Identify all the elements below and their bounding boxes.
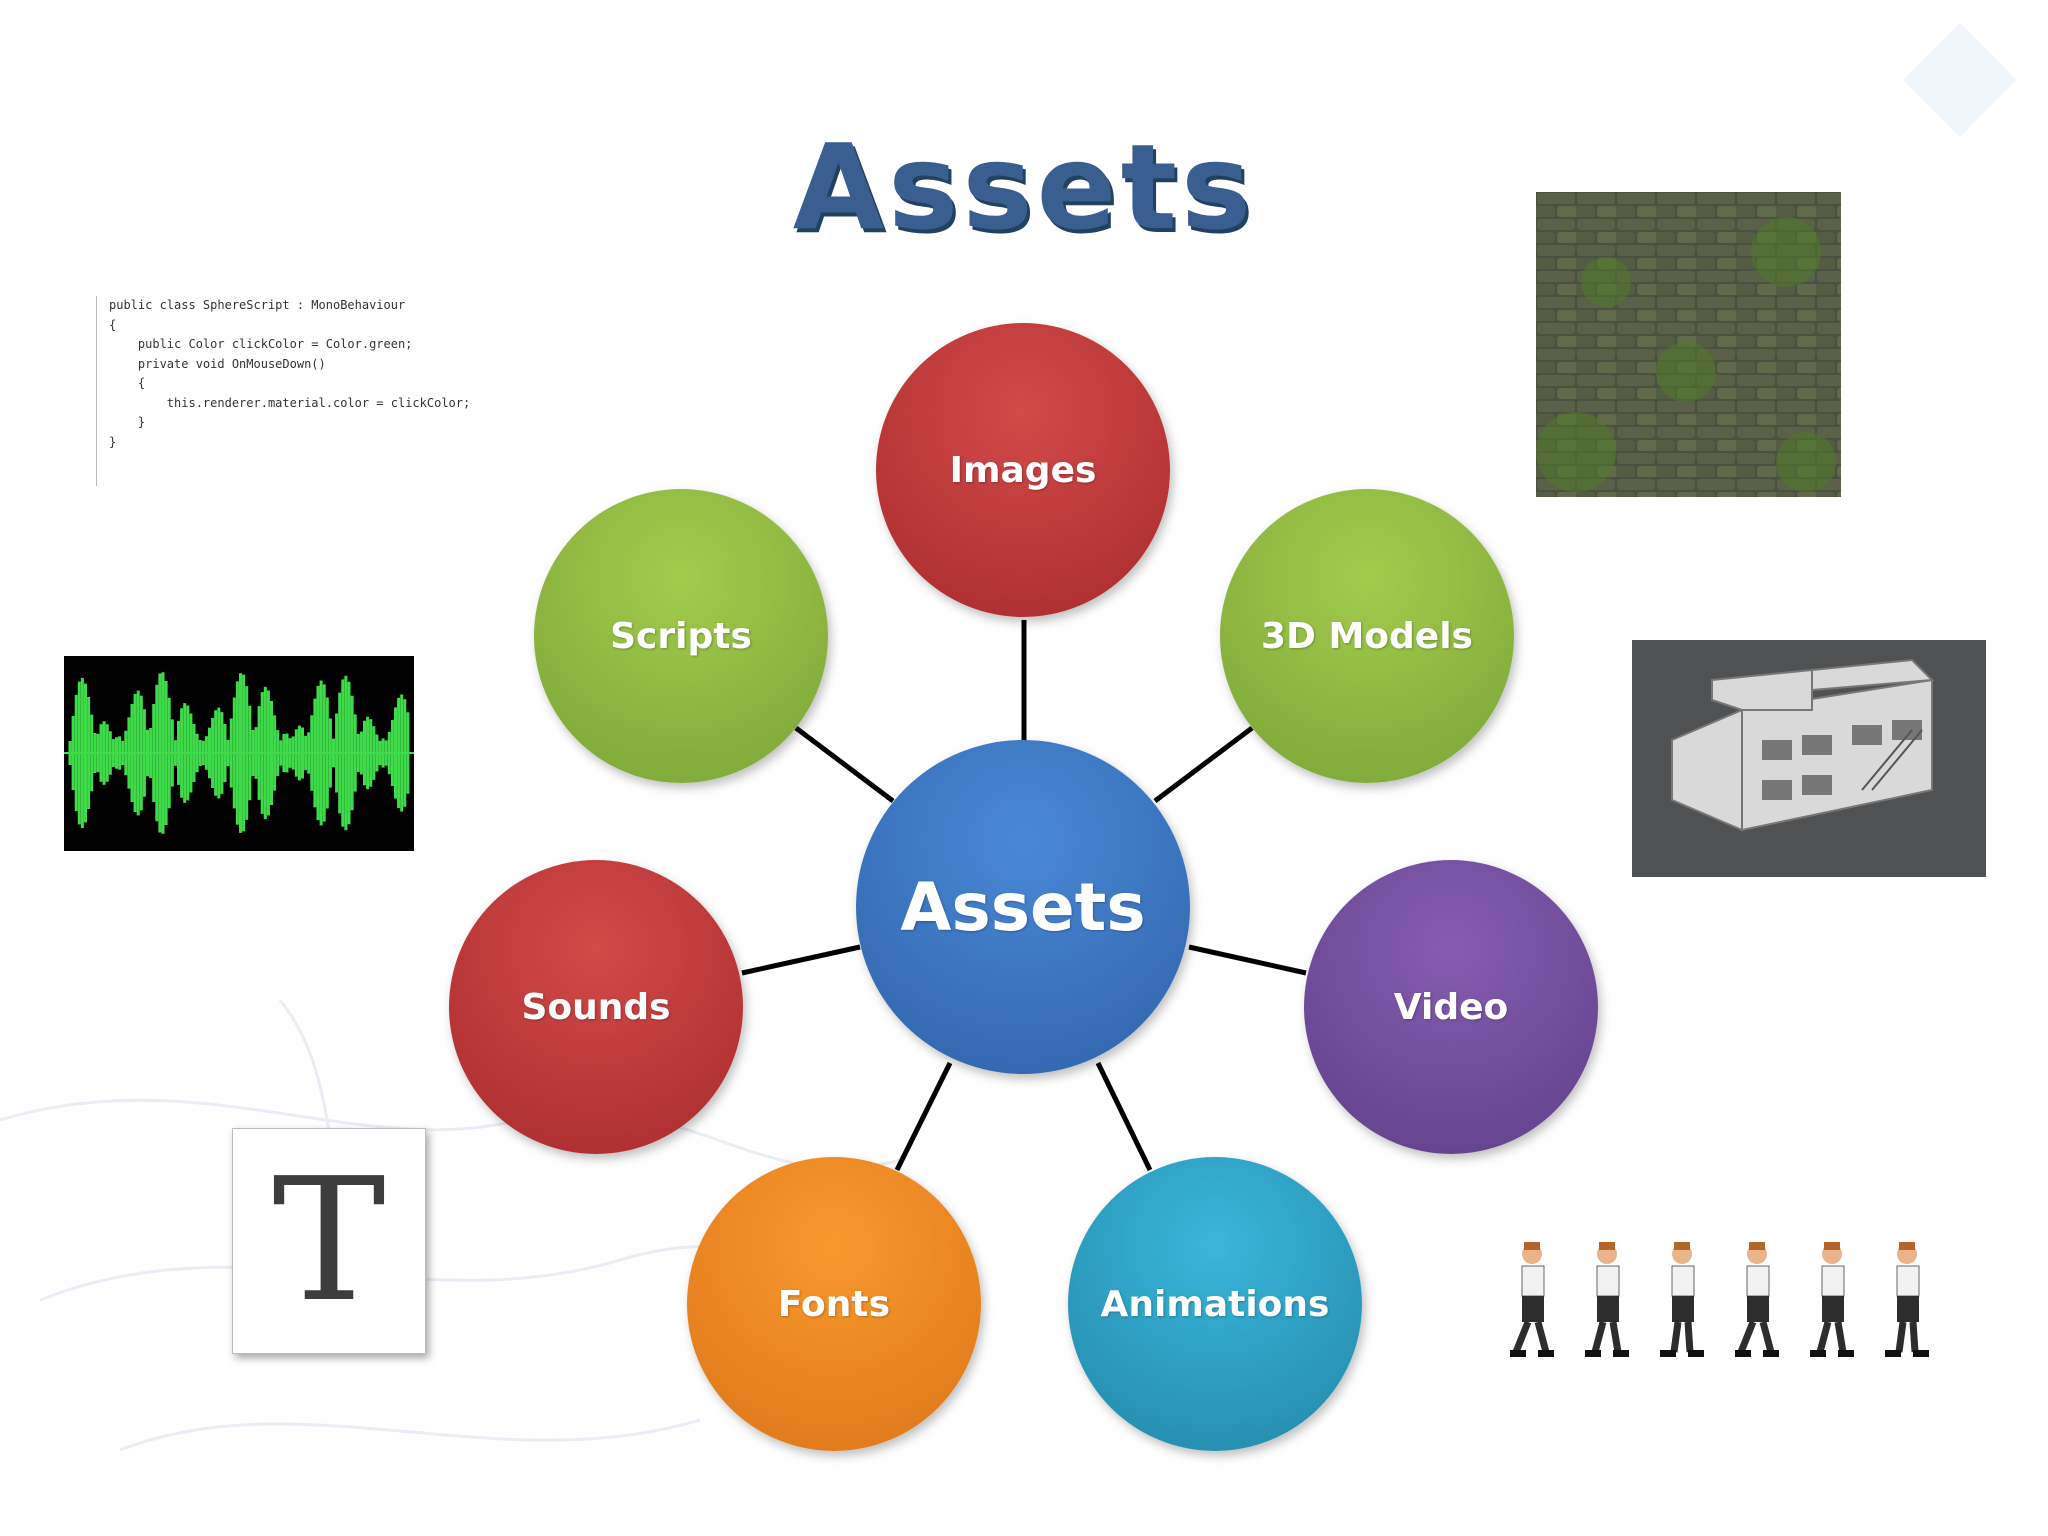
node-scripts: Scripts [534, 489, 828, 783]
code-line: public Color clickColor = Color.green; [109, 337, 413, 351]
code-line: private void OnMouseDown() [109, 356, 326, 371]
node-images-label: Images [949, 449, 1097, 491]
code-line: this.renderer.material.color = clickColo… [109, 395, 471, 410]
3d-model-image [1632, 640, 1986, 877]
walking-sprite [1510, 1242, 1554, 1357]
code-line: } [109, 415, 146, 429]
code-snippet-image: public class SphereScript : MonoBehaviou… [96, 296, 546, 486]
connector-3d-models [1153, 726, 1254, 803]
code-line: } [109, 434, 117, 449]
font-glyph: T [272, 1142, 386, 1340]
connector-scripts [794, 726, 895, 803]
node-images: Images [876, 323, 1170, 617]
sound-waveform-image [64, 656, 414, 851]
walk-cycle-sprites-image [1510, 1242, 1929, 1357]
walking-sprite [1585, 1242, 1629, 1357]
node-sounds: Sounds [449, 860, 743, 1154]
walking-sprite [1735, 1242, 1779, 1357]
connector-sounds [741, 944, 861, 976]
node-sounds-label: Sounds [521, 986, 671, 1028]
connector-animations [1095, 1061, 1153, 1172]
node-animations-label: Animations [1100, 1283, 1330, 1325]
node-3d-models: 3D Models [1220, 489, 1514, 783]
hub-center-assets: Assets [856, 740, 1190, 1074]
code-line: { [109, 317, 117, 332]
node-3d-models-label: 3D Models [1261, 615, 1473, 657]
walking-sprite [1660, 1242, 1704, 1357]
slide-title: Assets [792, 118, 1256, 256]
walking-sprite [1885, 1242, 1929, 1357]
node-video-label: Video [1393, 986, 1509, 1028]
stone-texture-image [1536, 192, 1841, 497]
code-line: { [109, 376, 146, 390]
connector-fonts [894, 1061, 953, 1172]
walking-sprite [1810, 1242, 1854, 1357]
node-fonts-label: Fonts [777, 1283, 891, 1325]
node-scripts-label: Scripts [610, 615, 752, 657]
font-file-icon: T [232, 1128, 426, 1354]
code-line: public class SphereScript : MonoBehaviou… [109, 298, 406, 312]
hub-center-label: Assets [900, 868, 1146, 946]
node-animations: Animations [1068, 1157, 1362, 1451]
node-video: Video [1304, 860, 1598, 1154]
connector-video [1188, 944, 1307, 976]
node-fonts: Fonts [687, 1157, 981, 1451]
